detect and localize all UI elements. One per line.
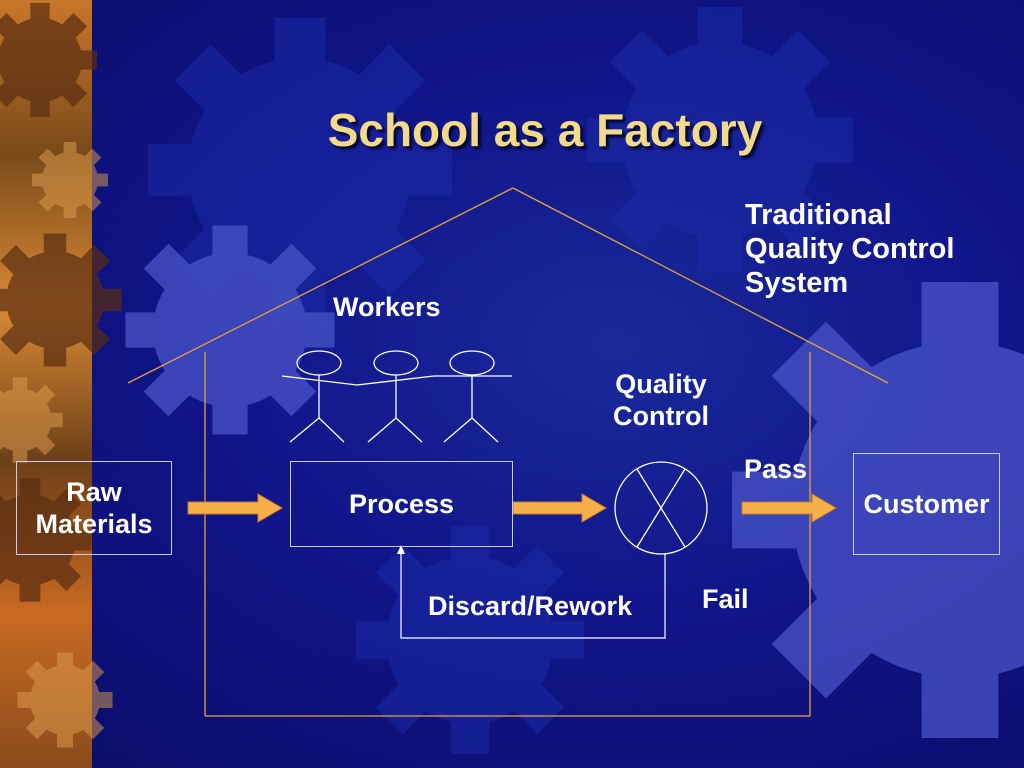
quality-control-line: Quality xyxy=(615,369,707,399)
raw-materials-box: Raw Materials xyxy=(16,461,172,555)
flow-arrow-pass-to-customer xyxy=(741,493,837,523)
inspection-circle-icon xyxy=(614,461,708,555)
system-label-line: Quality Control xyxy=(745,233,955,266)
rework-arrowhead xyxy=(397,545,405,554)
customer-label: Customer xyxy=(863,488,990,519)
quality-control-line: Control xyxy=(613,400,709,431)
system-label: Traditional Quality Control System xyxy=(745,198,954,301)
fail-label: Fail xyxy=(702,584,749,614)
stick-figure-icon xyxy=(434,350,512,443)
system-label-line: System xyxy=(745,267,849,300)
workers-label: Workers xyxy=(333,292,441,322)
flow-arrow-process-to-qc xyxy=(512,493,607,523)
customer-box: Customer xyxy=(853,453,1000,555)
quality-control-label: Quality Control xyxy=(600,369,722,433)
process-label: Process xyxy=(348,488,455,519)
raw-materials-line: Raw xyxy=(66,476,122,507)
rework-loop xyxy=(400,552,666,639)
process-box: Process xyxy=(290,461,513,547)
factory-outline xyxy=(127,187,889,717)
stick-figure-icon xyxy=(281,350,358,443)
pass-label: Pass xyxy=(744,454,808,484)
system-label-line: Traditional xyxy=(745,199,892,231)
discard-rework-label: Discard/Rework xyxy=(428,591,633,621)
raw-materials-line: Materials xyxy=(35,509,153,539)
stick-figure-icon xyxy=(356,350,435,443)
slide-title: School as a Factory xyxy=(327,104,763,156)
raw-materials-label: Raw Materials xyxy=(17,462,171,554)
flow-arrow-raw-to-process xyxy=(187,493,283,523)
